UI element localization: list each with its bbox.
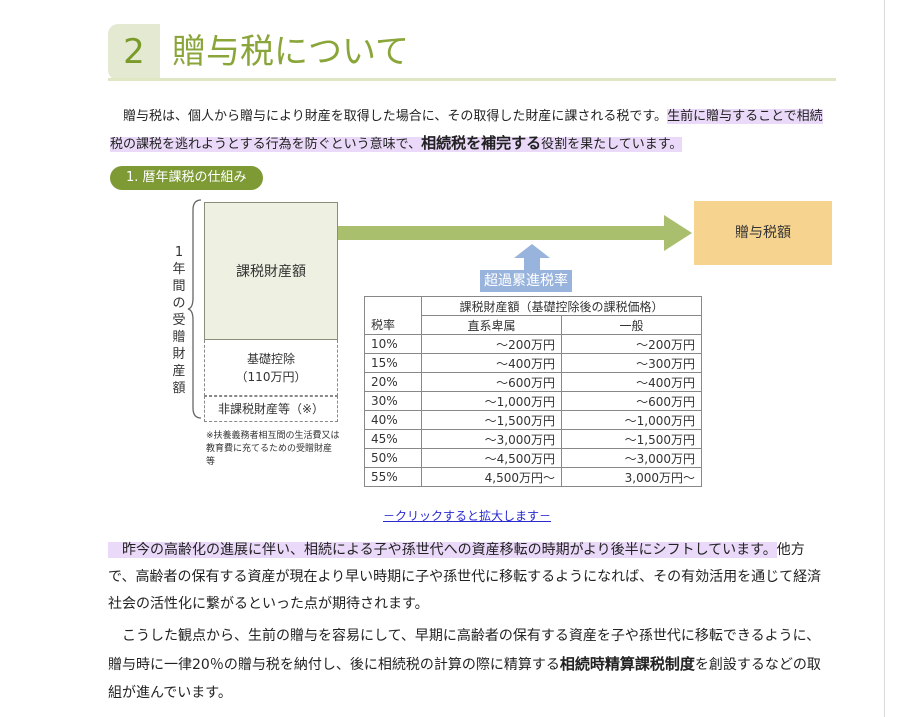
- aging-highlight: 昨今の高齢化の進展に伴い、相続による子や孫世代への資産移転の時期がより後半にシフ…: [108, 542, 777, 558]
- table-row: 55%4,500万円～3,000万円～: [363, 467, 702, 487]
- table-header-row: 税率 直系卑属 一般: [363, 315, 702, 335]
- table-cell: ～400万円: [561, 372, 702, 392]
- heading-underline: [108, 78, 836, 81]
- table-cell: 40%: [363, 410, 423, 430]
- enlarge-link[interactable]: －クリックすると拡大します－: [383, 509, 552, 523]
- table-cell: 15%: [363, 353, 423, 373]
- gift-tax-amount-box: 贈与税額: [694, 201, 832, 265]
- table-cell: ～3,000万円: [421, 429, 562, 449]
- basic-deduction-amount: （110万円）: [235, 370, 307, 384]
- table-header-row: 課税財産額（基礎控除後の課税価格）: [363, 296, 702, 316]
- intro-text-1: 贈与税は、個人から贈与により財産を取得した場合に、その取得した財産に課される税で…: [110, 109, 668, 124]
- table-cell: 10%: [363, 334, 423, 354]
- table-cell: ～600万円: [561, 391, 702, 411]
- page-border: [884, 0, 885, 717]
- page-title: 贈与税について: [172, 32, 409, 72]
- table-group-header: 課税財産額（基礎控除後の課税価格）: [421, 296, 702, 316]
- up-arrow-icon: [514, 244, 550, 271]
- basic-deduction-box: 基礎控除 （110万円）: [204, 340, 338, 396]
- basic-deduction-label: 基礎控除: [246, 352, 295, 366]
- table-cell: 50%: [363, 448, 423, 468]
- table-row: 20%～600万円～400万円: [363, 372, 702, 392]
- aging-text: 他方で、高齢者の保有する資産が現在より早い時期に子や孫世代に移転するようになれば…: [108, 542, 822, 612]
- settlement-paragraph: こうした観点から、生前の贈与を容易にして、早期に高齢者の保有する資産を子や孫世代…: [108, 622, 832, 707]
- table-cell: ～400万円: [421, 353, 562, 373]
- table-cell: ～200万円: [421, 334, 562, 354]
- settlement-emphasis: 相続時精算課税制度: [559, 655, 695, 673]
- table-cell: ～1,000万円: [421, 391, 562, 411]
- table-cell: 4,500万円～: [421, 467, 562, 487]
- settlement-text-2: を創設するなどの取組が進んでいます。: [108, 657, 821, 701]
- table-row: 40%～1,500万円～1,000万円: [363, 410, 702, 430]
- column-header: 税率: [363, 315, 423, 335]
- section-heading: 2 贈与税について: [108, 24, 836, 82]
- table-row: 50%～4,500万円～3,000万円: [363, 448, 702, 468]
- progressive-rate-label: 超過累進税率: [480, 270, 572, 292]
- table-row: 15%～400万円～300万円: [363, 353, 702, 373]
- table-cell: 55%: [363, 467, 423, 487]
- table-cell: ～600万円: [421, 372, 562, 392]
- taxable-amount-box: 課税財産額: [204, 202, 338, 340]
- intro-paragraph: 贈与税は、個人から贈与により財産を取得した場合に、その取得した財産に課される税で…: [110, 103, 834, 158]
- table-cell: ～3,000万円: [561, 448, 702, 468]
- settlement-text-1: こうした観点から、生前の贈与を容易にして、早期に高齢者の保有する資産を子や孫世代…: [108, 628, 821, 673]
- footnote: ※扶養義務者相互間の生活費又は教育費に充てるための受贈財産 等: [206, 431, 342, 467]
- table-cell: ～1,500万円: [561, 429, 702, 449]
- table-cell: ～1,500万円: [421, 410, 562, 430]
- table-cell: ～300万円: [561, 353, 702, 373]
- table-cell: 20%: [363, 372, 423, 392]
- table-header-blank: [363, 296, 423, 316]
- aging-paragraph: 昨今の高齢化の進展に伴い、相続による子や孫世代への資産移転の時期がより後半にシフ…: [108, 537, 832, 618]
- column-header: 直系卑属: [421, 315, 562, 335]
- brace-icon: [187, 199, 202, 419]
- table-cell: ～200万円: [561, 334, 702, 354]
- column-header: 一般: [561, 315, 702, 335]
- tax-rate-table: 課税財産額（基礎控除後の課税価格） 税率 直系卑属 一般 10%～200万円～2…: [363, 296, 702, 487]
- table-cell: ～4,500万円: [421, 448, 562, 468]
- intro-emphasis: 相続税を補完する: [421, 134, 542, 152]
- table-row: 10%～200万円～200万円: [363, 334, 702, 354]
- heading-number: 2: [108, 24, 160, 80]
- section-label: 1. 暦年課税の仕組み: [110, 166, 263, 190]
- table-row: 45%～3,000万円～1,500万円: [363, 429, 702, 449]
- right-arrow-icon: [338, 215, 692, 251]
- annual-gift-label: 1年間の受贈財産額: [172, 245, 186, 396]
- intro-text-4: 役割を果たしています。: [541, 137, 683, 152]
- non-taxable-box: 非課税財産等（※）: [204, 396, 338, 422]
- table-cell: 3,000万円～: [561, 467, 702, 487]
- intro-text-2: 生前に贈与することで相続税の課税を逃れようとする行為を防ぐという意味で、: [110, 109, 823, 152]
- table-cell: 45%: [363, 429, 423, 449]
- table-cell: 30%: [363, 391, 423, 411]
- table-cell: ～1,000万円: [561, 410, 702, 430]
- table-row: 30%～1,000万円～600万円: [363, 391, 702, 411]
